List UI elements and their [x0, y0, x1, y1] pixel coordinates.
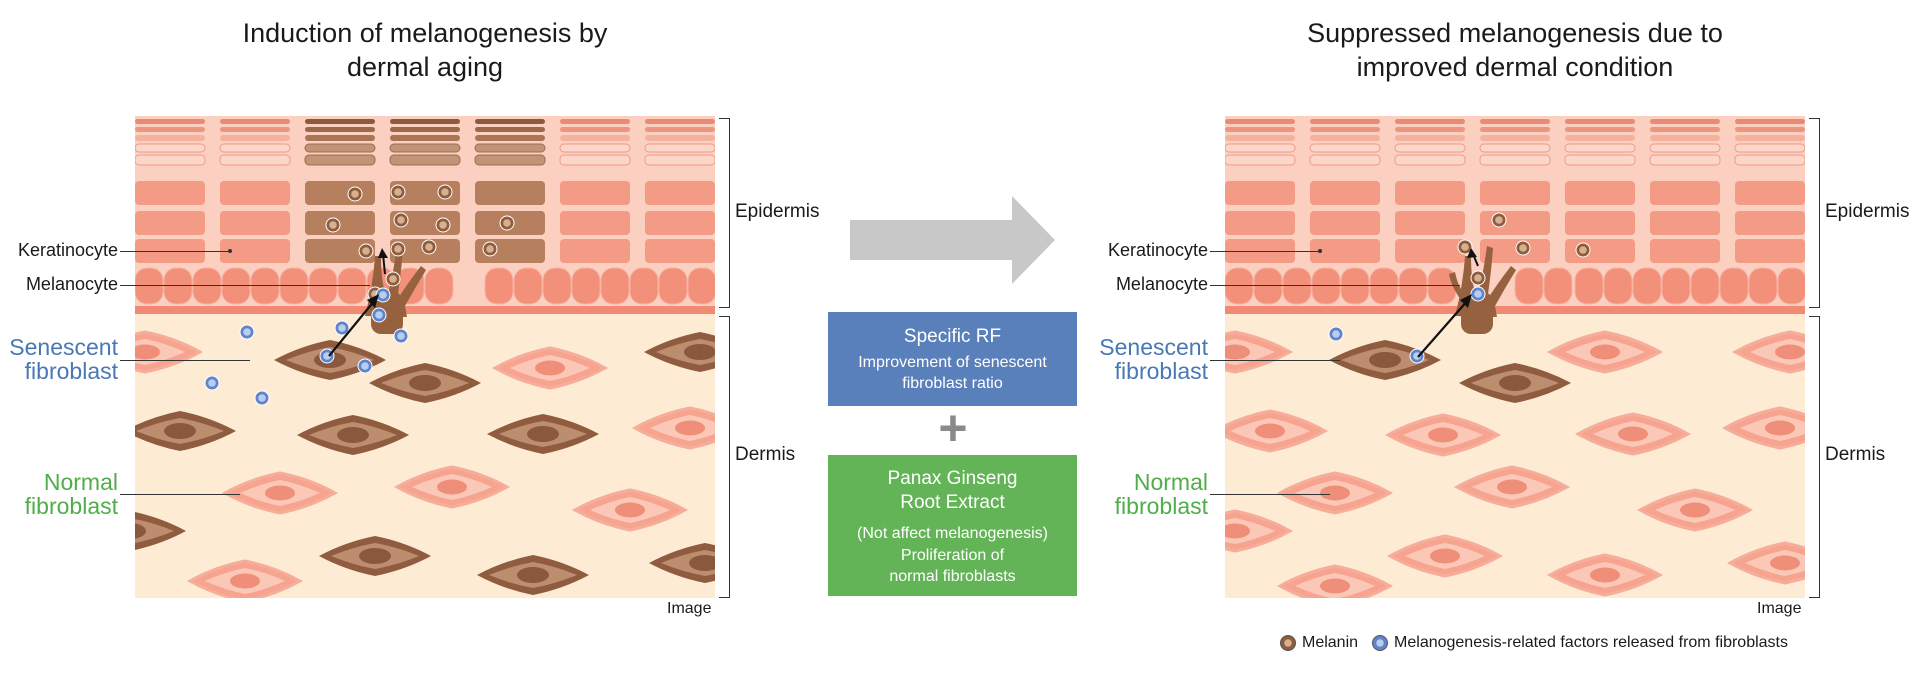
factor-legend-icon: [1372, 635, 1389, 651]
left-bracket-dermis: [719, 316, 730, 598]
melanin-legend-icon: [1280, 635, 1296, 651]
right-label-normal: Normal fibroblast: [1114, 469, 1208, 519]
left-bracket-epidermis: [719, 118, 730, 308]
left-title: Induction of melanogenesis by dermal agi…: [242, 18, 608, 82]
legend: Melanin Melanogenesis-related factors re…: [1280, 634, 1788, 652]
left-label-senescent: Senescent fibroblast: [9, 334, 118, 384]
left-leader-keratinocyte-dot: [228, 249, 232, 253]
specific-rf-title: Specific RF: [903, 326, 1002, 347]
right-label-keratinocyte: Keratinocyte: [1107, 240, 1208, 260]
left-leader-melanocyte: [120, 285, 370, 286]
right-leader-keratinocyte: [1210, 251, 1322, 252]
right-label-melanocyte: Melanocyte: [1115, 274, 1208, 294]
right-leader-senescent: [1210, 360, 1340, 361]
left-label-epidermis: Epidermis: [735, 201, 820, 222]
ginseng-text: Proliferation of normal fibroblasts: [889, 547, 1016, 585]
left-leader-keratinocyte: [120, 251, 232, 252]
left-label-normal: Normal fibroblast: [24, 469, 118, 519]
right-label-epidermis: Epidermis: [1825, 201, 1910, 222]
left-label-keratinocyte: Keratinocyte: [17, 240, 118, 260]
right-skin-diagram: [1225, 116, 1805, 598]
ginseng-title: Panax Ginseng Root Extract: [887, 468, 1018, 513]
legend-melanin: Melanin: [1302, 634, 1359, 651]
big-arrow-icon: [850, 196, 1055, 284]
legend-factors: Melanogenesis-related factors released f…: [1394, 634, 1788, 651]
right-image-label: Image: [1757, 600, 1802, 617]
left-skin-diagram: [135, 116, 715, 598]
right-bracket-dermis: [1809, 316, 1820, 598]
ginseng-note: (Not affect melanogenesis): [857, 525, 1048, 542]
right-leader-normal: [1210, 494, 1330, 495]
left-label-melanocyte: Melanocyte: [25, 274, 118, 294]
right-title: Suppressed melanogenesis due to improved…: [1307, 18, 1723, 82]
specific-rf-text: Improvement of senescent fibroblast rati…: [858, 354, 1047, 392]
right-label-senescent: Senescent fibroblast: [1099, 334, 1208, 384]
right-label-dermis: Dermis: [1825, 444, 1886, 465]
plus-sign: +: [938, 400, 968, 456]
left-leader-normal: [120, 494, 240, 495]
left-label-dermis: Dermis: [735, 444, 796, 465]
left-leader-senescent: [120, 360, 250, 361]
right-leader-keratinocyte-dot: [1318, 249, 1322, 253]
specific-rf-box: Specific RF Improvement of senescent fib…: [828, 312, 1077, 406]
right-bracket-epidermis: [1809, 118, 1820, 308]
right-leader-melanocyte: [1210, 285, 1460, 286]
ginseng-box: Panax Ginseng Root Extract (Not affect m…: [828, 455, 1077, 596]
left-image-label: Image: [667, 600, 712, 617]
